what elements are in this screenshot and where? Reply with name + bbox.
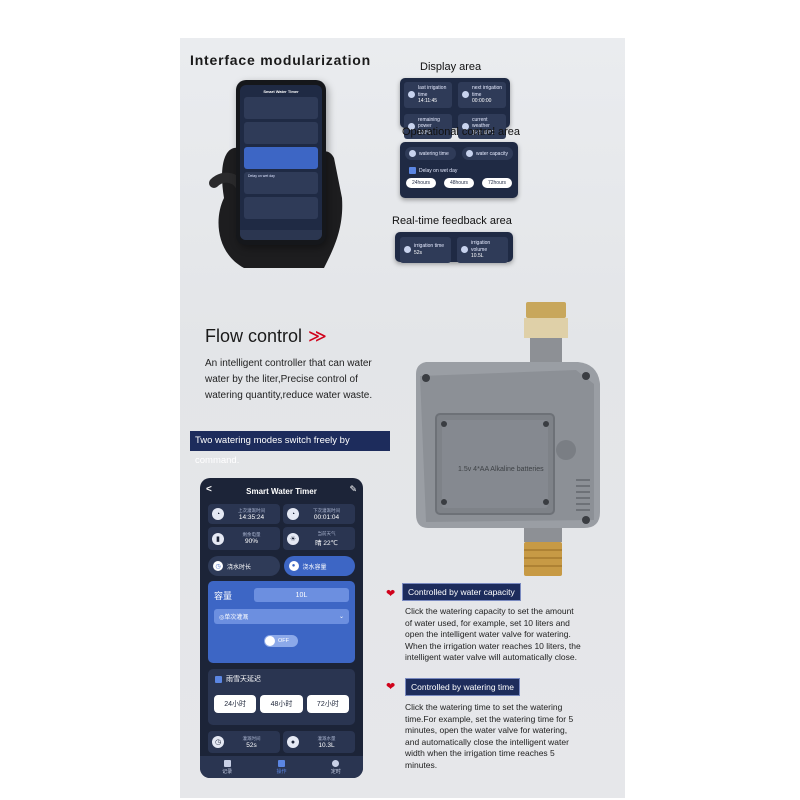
- clock-icon: [409, 150, 416, 157]
- capacity-control-tag: Controlled by water capacity: [402, 583, 521, 601]
- clock-icon: [408, 91, 415, 99]
- clock-icon: ◔: [212, 508, 224, 520]
- bottom-nav: 记录 操作 定时: [200, 756, 363, 778]
- capacity-card: 容量 10L ◎单次灌溉⌄ OFF: [208, 581, 355, 663]
- mini-operational-area: watering time water capacity Delay on we…: [400, 142, 518, 198]
- section-title-flow-control: Flow control≫: [205, 326, 327, 346]
- label-operational-area: Operational control area: [402, 126, 521, 138]
- mini-mode-water-capacity: water capacity: [462, 147, 513, 160]
- battery-icon: ▮: [212, 532, 224, 545]
- water-drop-icon: [461, 246, 468, 254]
- chevron-down-icon: ⌄: [338, 614, 344, 620]
- small-phone-display-card: [244, 97, 318, 119]
- app-title: Smart Water Timer: [246, 486, 317, 496]
- battery-icon: [408, 122, 415, 130]
- sun-icon: ☀: [287, 532, 299, 545]
- mini-delay-72: 72hours: [481, 178, 513, 188]
- nav-schedule[interactable]: 定时: [331, 759, 341, 775]
- water-timer-device-image: 1.5v 4*AA Alkaline batteries: [416, 302, 600, 576]
- small-phone-title: Smart Water Timer: [263, 89, 299, 94]
- double-chevron-right-icon: ≫: [308, 326, 327, 346]
- document-icon: [223, 759, 231, 767]
- operate-icon: [277, 759, 285, 767]
- power-toggle[interactable]: OFF: [264, 635, 298, 647]
- mini-delay-label: Delay on wet day: [405, 164, 513, 177]
- mini-delay-24: 24hours: [405, 178, 437, 188]
- capacity-label: 容量: [214, 590, 233, 601]
- section-title-interface: Interface modularization: [190, 52, 372, 68]
- clock-icon: ◔: [287, 508, 299, 520]
- mini-mode-watering-time: watering time: [405, 147, 456, 160]
- small-phone-display-card-2: [244, 122, 318, 144]
- timer-icon: ◷: [212, 736, 224, 748]
- water-drop-icon: ●: [287, 736, 299, 748]
- time-control-text: Click the watering time to set the water…: [405, 702, 574, 770]
- small-phone-delay-label: Delay on wet day: [248, 174, 275, 178]
- delay-72h-button[interactable]: 72小时: [306, 695, 349, 713]
- back-icon[interactable]: <: [206, 484, 212, 495]
- nav-operate[interactable]: 操作: [276, 759, 287, 775]
- label-display-area: Display area: [420, 61, 482, 73]
- capacity-input[interactable]: 10L: [254, 588, 349, 602]
- mode-switch-row: ◷浇水时长 ●浇水容量: [208, 556, 355, 576]
- mini-delay-48: 48hours: [443, 178, 475, 188]
- app-header: < Smart Water Timer ✎: [200, 478, 363, 504]
- clock-icon: [462, 91, 469, 99]
- mode-water-capacity-button[interactable]: ●浇水容量: [283, 556, 355, 576]
- toggle-knob: [265, 636, 275, 646]
- flow-control-description: An intelligent controller that can water…: [205, 358, 373, 401]
- delay-title: 雨雪天延迟: [226, 676, 261, 683]
- mode-watering-time-button[interactable]: ◷浇水时长: [208, 556, 280, 576]
- irrigation-mode-select[interactable]: ◎单次灌溉⌄: [214, 609, 349, 624]
- water-drop-icon: [466, 150, 473, 157]
- heart-icon: ❤: [386, 681, 396, 693]
- small-phone-nav: [240, 230, 322, 240]
- clock-icon: [332, 759, 340, 767]
- timer-icon: [404, 246, 411, 254]
- product-panel: Interface modularization Smart Water Tim…: [180, 38, 625, 798]
- watering-modes-banner: Two watering modes switch freely by comm…: [190, 431, 390, 466]
- heart-icon: ❤: [386, 588, 396, 600]
- checkbox-icon: [409, 167, 416, 174]
- device-battery-label: 1.5v 4*AA Alkaline batteries: [458, 466, 544, 473]
- timer-icon: ◷: [213, 561, 223, 571]
- capacity-control-text: Click the watering capacity to set the a…: [405, 606, 581, 662]
- edit-icon[interactable]: ✎: [349, 484, 357, 494]
- water-drop-icon: ●: [288, 561, 299, 571]
- nav-records[interactable]: 记录: [222, 759, 232, 775]
- small-phone-mode-card: [244, 147, 318, 169]
- small-phone-mockup: Smart Water Timer Delay on wet day: [236, 80, 326, 245]
- small-phone-screen: Smart Water Timer Delay on wet day: [240, 85, 322, 240]
- weather-icon: [462, 122, 469, 130]
- delay-24h-button[interactable]: 24小时: [214, 695, 257, 713]
- delay-48h-button[interactable]: 48小时: [260, 695, 303, 713]
- weather-cell: ☀当前天气晴 22℃: [283, 527, 355, 550]
- time-control-tag: Controlled by watering time: [405, 678, 520, 696]
- small-phone-delay-card: Delay on wet day: [244, 172, 318, 194]
- label-feedback-area: Real-time feedback area: [392, 215, 512, 227]
- delay-card: 雨雪天延迟 24小时 48小时 72小时: [208, 669, 355, 725]
- small-phone-feedback-card: [244, 197, 318, 219]
- checkbox-icon[interactable]: [215, 675, 222, 683]
